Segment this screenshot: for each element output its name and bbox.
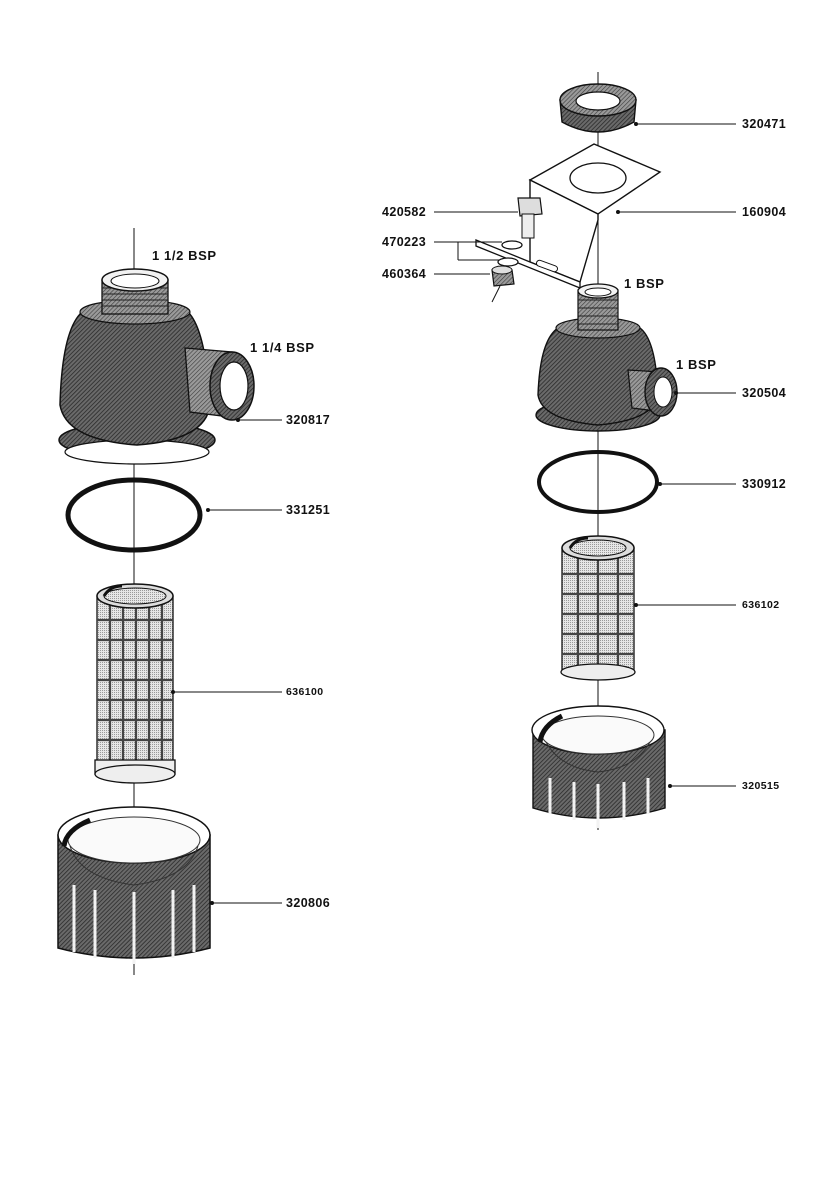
right-inlet-size-label: 1 BSP: [624, 277, 665, 290]
right-nut-460364: [492, 266, 514, 286]
right-o-ring-part-number: 330912: [742, 478, 786, 491]
left-filter-636100: [95, 584, 175, 783]
left-body-part-number: 320817: [286, 414, 330, 427]
right-body-320504: [536, 284, 677, 431]
right-bowl-nut-320515: [532, 706, 665, 828]
right-bowl-nut-part-number: 320515: [742, 781, 779, 792]
right-outlet-size-label: 1 BSP: [676, 358, 717, 371]
left-filter-part-number: 636100: [286, 687, 323, 698]
left-bowl-nut-320806: [58, 807, 210, 964]
left-inlet-size-label: 1 1/2 BSP: [152, 249, 217, 262]
left-assembly: [58, 228, 282, 975]
right-washers-part-number: 470223: [382, 236, 426, 249]
right-bolt-part-number: 420582: [382, 206, 426, 219]
left-outlet-size-label: 1 1/4 BSP: [250, 341, 315, 354]
left-o-ring-part-number: 331251: [286, 504, 330, 517]
right-filter-636102: [561, 536, 635, 680]
right-nut-part-number: 460364: [382, 268, 426, 281]
right-body-part-number: 320504: [742, 387, 786, 400]
right-assembly: [434, 72, 736, 830]
right-lock-nut-part-number: 320471: [742, 118, 786, 131]
left-bowl-nut-part-number: 320806: [286, 897, 330, 910]
right-lock-nut-320471: [560, 84, 636, 132]
right-bracket-part-number: 160904: [742, 206, 786, 219]
left-body-320817: [59, 269, 254, 464]
right-filter-part-number: 636102: [742, 600, 779, 611]
